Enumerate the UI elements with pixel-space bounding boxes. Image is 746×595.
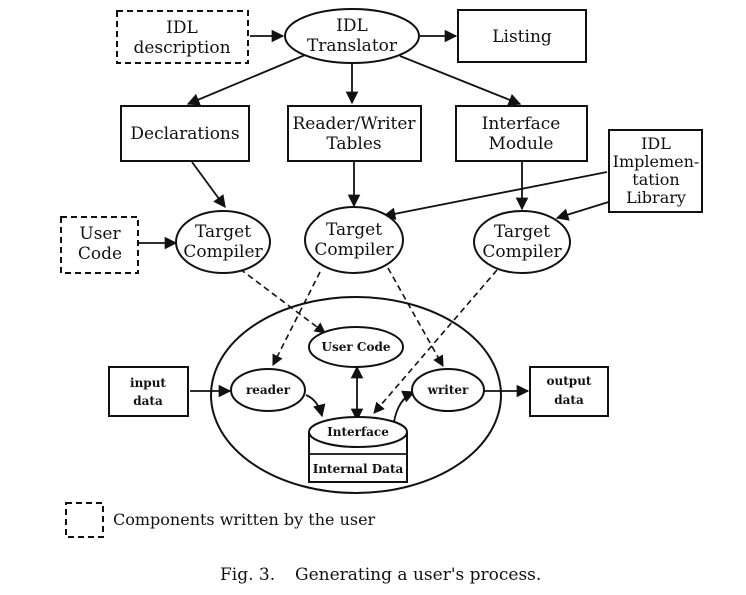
- edge-library-to-compiler2: [382, 171, 608, 220]
- target-compiler-3-ellipse: Target Compiler: [473, 210, 571, 274]
- edge-library-to-compiler3: [555, 199, 616, 221]
- user-code-process-ellipse: User Code: [308, 326, 404, 368]
- target-compiler-2-label-line1: Target: [326, 220, 382, 240]
- input-data-box: input data: [108, 366, 189, 417]
- user-process-ellipse: [210, 296, 502, 494]
- edge-compiler2-to-reader-dashed: [272, 271, 321, 366]
- legend: Components written by the user: [65, 502, 376, 538]
- user-code-input-box: User Code: [60, 216, 139, 274]
- writer-ellipse: writer: [411, 368, 485, 412]
- output-data-label-line1: output: [547, 374, 592, 388]
- interface-module-label-line2: Module: [489, 134, 554, 154]
- declarations-label: Declarations: [130, 124, 239, 144]
- target-compiler-2-label-line2: Compiler: [314, 240, 394, 260]
- reader-label: reader: [246, 383, 291, 397]
- input-data-label-line2: data: [133, 394, 163, 408]
- caption-number: Fig. 3.: [220, 565, 275, 585]
- reader-writer-tables-box: Reader/Writer Tables: [287, 105, 422, 162]
- listing-label: Listing: [492, 27, 552, 47]
- target-compiler-2-ellipse: Target Compiler: [304, 206, 404, 274]
- internal-data-label: Internal Data: [313, 462, 404, 476]
- reader-ellipse: reader: [230, 368, 306, 412]
- edge-reader-to-interface: [305, 394, 326, 418]
- interface-module-box: Interface Module: [455, 105, 588, 162]
- idl-description-label-line2: description: [133, 38, 230, 58]
- edge-compiler1-to-usercode-dashed: [239, 268, 326, 334]
- legend-dashed-swatch: [65, 502, 104, 538]
- edge-declarations-to-compiler1: [191, 161, 226, 209]
- edge-translator-to-declarations: [186, 54, 306, 106]
- caption-text: Generating a user's process.: [295, 565, 541, 585]
- idl-translator-label-line2: Translator: [307, 36, 398, 56]
- interface-label: Interface: [327, 425, 389, 439]
- connectors: [139, 29, 616, 423]
- target-compiler-1-label-line1: Target: [195, 222, 251, 242]
- idl-translator-label-line1: IDL: [336, 16, 368, 36]
- library-label-line1: IDL: [641, 134, 671, 153]
- user-code-input-label-line1: User: [79, 224, 121, 244]
- idl-description-label-line1: IDL: [166, 18, 198, 38]
- figure-caption: Fig. 3. Generating a user's process.: [220, 565, 541, 585]
- listing-box: Listing: [457, 9, 587, 63]
- library-label-line2: Implemen-: [613, 152, 700, 171]
- target-compiler-3-label-line2: Compiler: [482, 242, 562, 262]
- edge-translator-to-interface-module: [399, 55, 522, 106]
- tables-label-line2: Tables: [326, 134, 381, 154]
- input-data-label-line1: input: [130, 376, 166, 390]
- target-compiler-3-label-line1: Target: [494, 222, 550, 242]
- legend-text: Components written by the user: [113, 510, 376, 529]
- edge-compiler2-to-writer-dashed: [387, 267, 444, 367]
- output-data-box: output data: [529, 366, 609, 417]
- edge-compiler3-to-interface-dashed: [373, 269, 498, 414]
- target-compiler-1-label-line2: Compiler: [183, 242, 263, 262]
- output-data-label-line2: data: [554, 393, 584, 407]
- target-compiler-1-ellipse: Target Compiler: [175, 210, 271, 274]
- internal-data-store: Interface Internal Data: [308, 416, 408, 483]
- user-code-input-label-line2: Code: [78, 244, 122, 264]
- tables-label-line1: Reader/Writer: [292, 114, 416, 134]
- library-label-line3: tation: [632, 170, 679, 189]
- idl-description-box: IDL description: [116, 10, 249, 64]
- user-code-process-label: User Code: [322, 340, 391, 354]
- edge-interface-to-writer: [393, 390, 416, 423]
- writer-label: writer: [427, 383, 469, 397]
- idl-implementation-library-box: IDL Implemen- tation Library: [608, 129, 703, 213]
- declarations-box: Declarations: [120, 105, 250, 162]
- idl-translator-ellipse: IDL Translator: [284, 8, 420, 64]
- library-label-line4: Library: [626, 188, 686, 207]
- interface-module-label-line1: Interface: [482, 114, 561, 134]
